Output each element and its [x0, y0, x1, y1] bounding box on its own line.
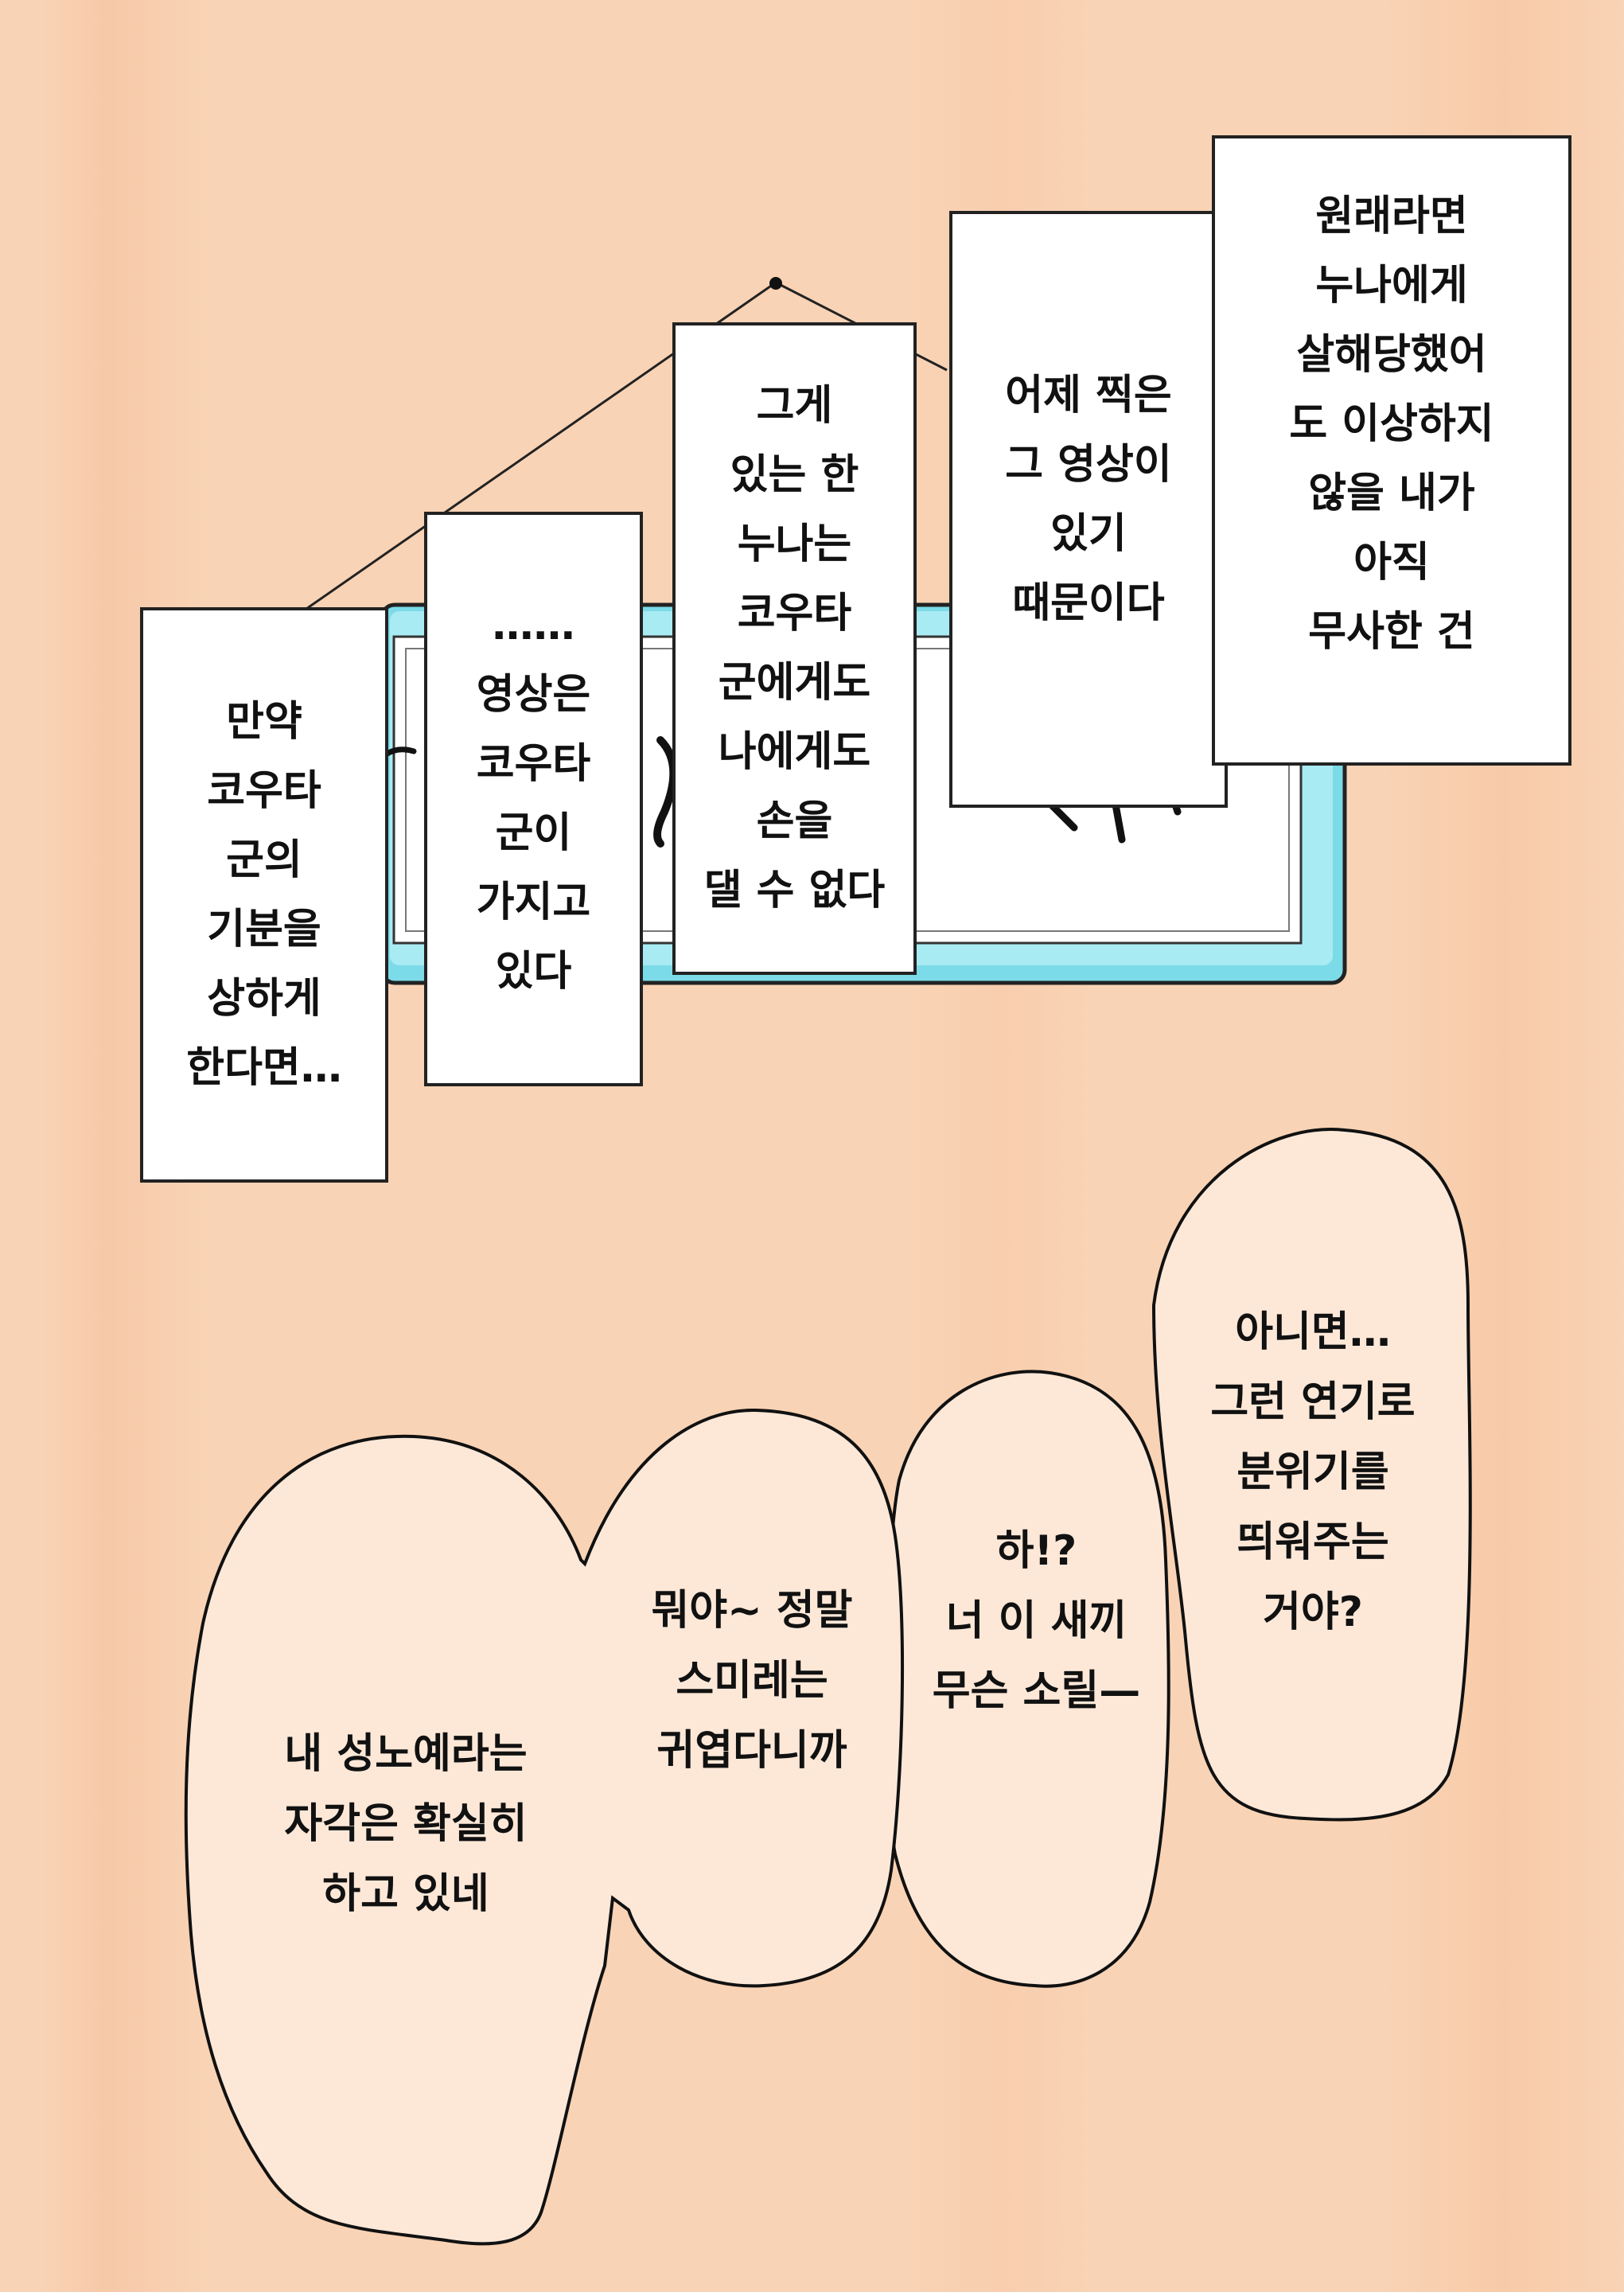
caption-line: 한다면… [186, 1043, 342, 1092]
bubble-line: 아니면… [1235, 1308, 1391, 1356]
caption-line: 도 이상하지 [1289, 400, 1494, 448]
caption-line: 원래라면 [1315, 193, 1468, 240]
speech-bubble-shape [1151, 1128, 1472, 1822]
speech-bubble-shape [184, 1408, 905, 2246]
caption-line: 손을 [756, 797, 833, 845]
speech-bubble-1-text: 내 성노예라는 자각은 확실히 하고 있네 [239, 1719, 573, 1929]
narration-caption-5: 원래라면 누나에게 살해당했어 도 이상하지 않을 내가 아직 무사한 건 [1212, 135, 1571, 766]
bubble-line: 뭐야~ 정말 [651, 1587, 853, 1635]
bubble-line: 무슨 소릴— [932, 1667, 1141, 1715]
caption-line: 있기 [1050, 510, 1127, 558]
narration-caption-4: 어제 찍은 그 영상이 있기 때문이다 [949, 211, 1228, 808]
caption-line: 코우타 [207, 766, 321, 815]
bubble-line: 분위기를 [1236, 1448, 1389, 1496]
caption-line: 그 영상이 [1005, 441, 1172, 489]
bubble-line: 너 이 새끼 [945, 1597, 1127, 1645]
caption-line: 누나에게 [1315, 262, 1468, 310]
caption-line: 상하게 [207, 974, 321, 1023]
frame-nail [769, 277, 782, 290]
narration-caption-2: …… 영상은 코우타 군이 가지고 있다 [424, 512, 643, 1086]
caption-line: 누나는 [737, 520, 852, 568]
caption-line: 있는 한 [730, 451, 859, 499]
caption-line: 가지고 [476, 879, 591, 926]
bubble-line: 내 성노예라는 [284, 1730, 528, 1778]
bubble-line: 거야? [1263, 1588, 1363, 1636]
bubble-line: 자각은 확실히 [284, 1800, 528, 1848]
caption-line: 코우타 [737, 590, 852, 637]
caption-line: 때문이다 [1012, 579, 1165, 627]
caption-line: …… [492, 602, 575, 649]
caption-line: 있다 [495, 948, 572, 996]
caption-line: 나에게도 [718, 728, 871, 776]
caption-line: 않을 내가 [1308, 470, 1475, 517]
bubble-line: 스미레는 [676, 1657, 828, 1705]
bubble-line: 귀엽다니까 [656, 1727, 847, 1775]
narration-caption-1: 만약 코우타 군의 기분을 상하게 한다면… [140, 607, 388, 1183]
caption-line: 살해당했어 [1296, 331, 1487, 379]
caption-line: 무사한 건 [1308, 608, 1475, 656]
caption-line: 군의 [226, 836, 302, 884]
caption-line: 댈 수 없다 [703, 867, 886, 914]
speech-bubble-2-text: 뭐야~ 정말 스미레는 귀엽다니까 [629, 1576, 875, 1786]
caption-line: 군이 [495, 809, 572, 857]
bubble-line: 띄워주는 [1236, 1518, 1389, 1566]
caption-line: 어제 찍은 [1005, 372, 1172, 419]
narration-caption-3: 그게 있는 한 누나는 코우타 군에게도 나에게도 손을 댈 수 없다 [672, 322, 917, 975]
caption-line: 아직 [1353, 539, 1430, 587]
caption-line: 만약 [226, 697, 302, 746]
bubble-line: 그런 연기로 [1210, 1378, 1416, 1426]
caption-line: 코우타 [476, 740, 591, 788]
speech-bubble-4-text: 아니면… 그런 연기로 분위기를 띄워주는 거야? [1178, 1297, 1448, 1647]
caption-line: 기분을 [207, 905, 321, 953]
caption-line: 영상은 [476, 671, 591, 719]
bubble-line: 하!? [995, 1527, 1077, 1575]
bubble-line: 하고 있네 [322, 1870, 489, 1918]
caption-line: 그게 [756, 382, 833, 430]
caption-line: 군에게도 [718, 659, 871, 707]
speech-bubble-3-text: 하!? 너 이 새끼 무슨 소릴— [915, 1516, 1158, 1726]
